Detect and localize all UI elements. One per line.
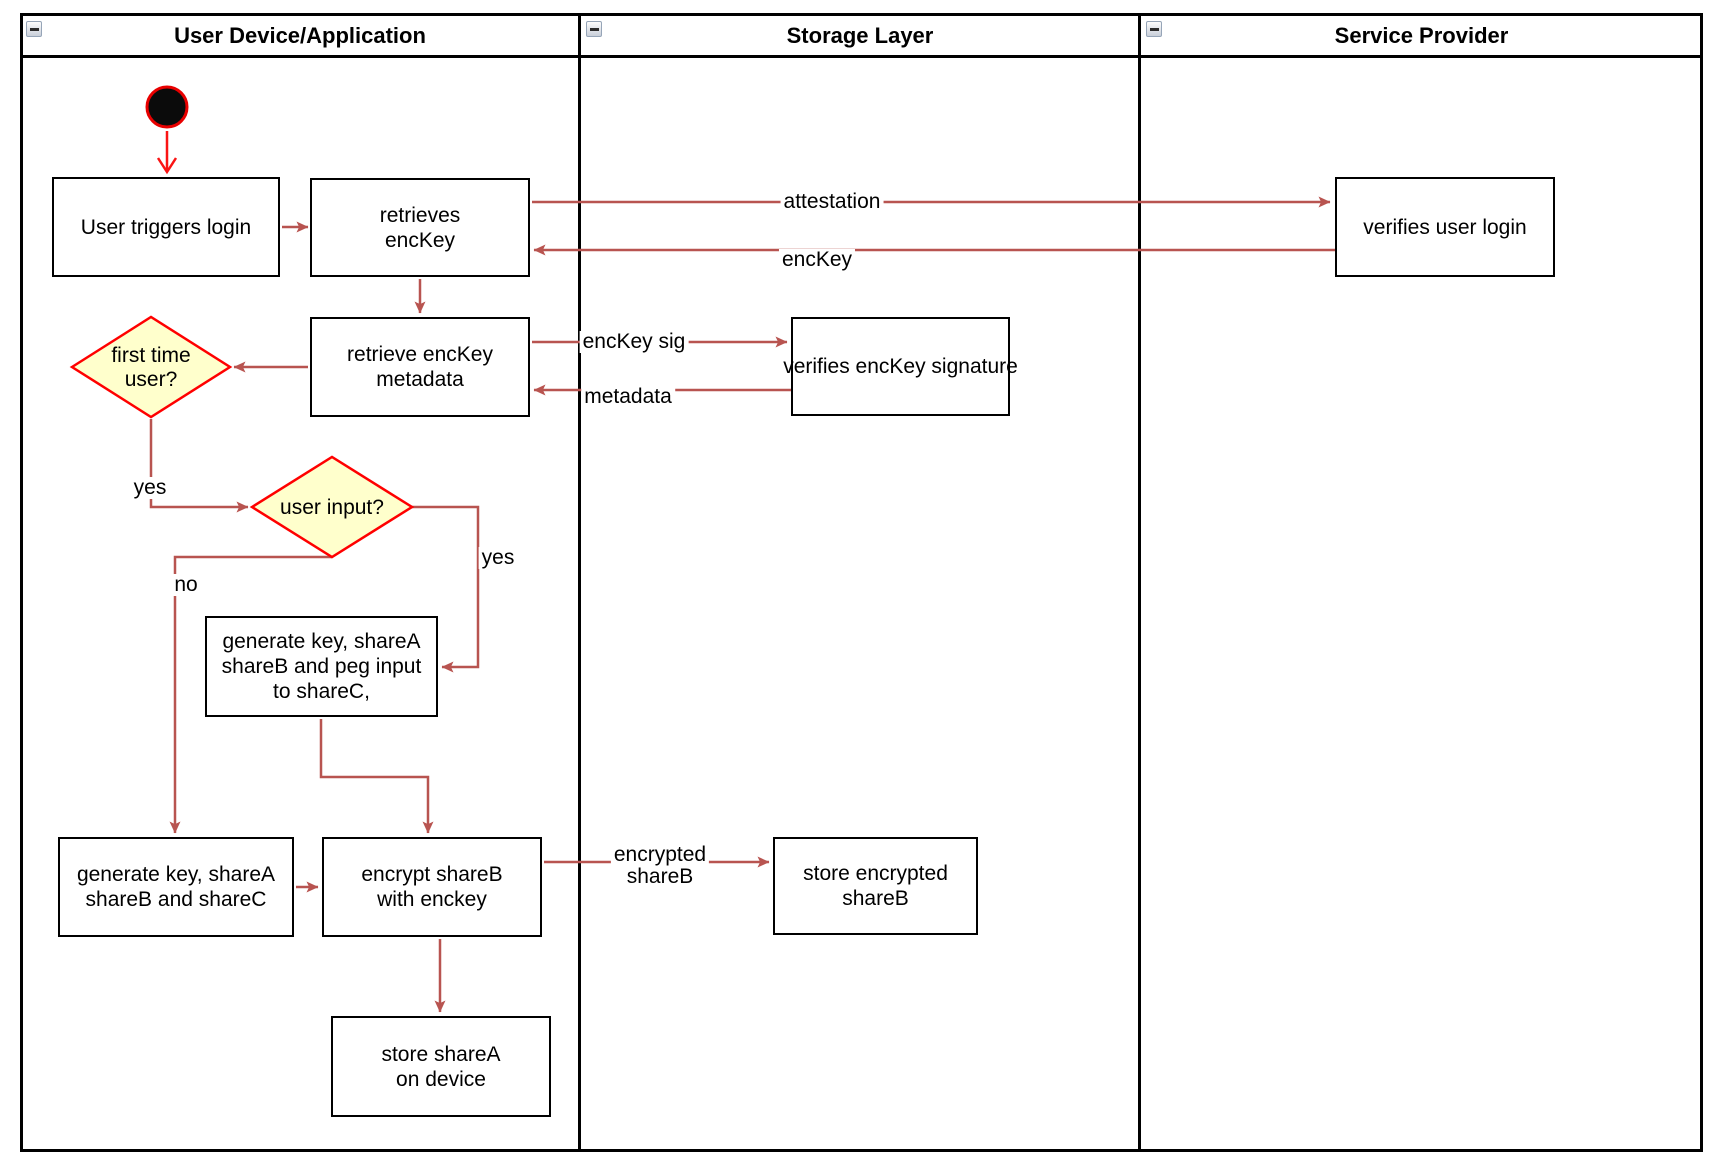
node-user-triggers-login[interactable]: User triggers login [52, 177, 280, 277]
node-label: verifies encKey signature [783, 355, 1018, 378]
node-retrieves-enckey[interactable]: retrieves encKey [310, 178, 530, 277]
node-store-encrypted-shareb[interactable]: store encrypted shareB [773, 837, 978, 935]
node-label: User triggers login [80, 215, 252, 239]
minus-glyph [589, 27, 599, 31]
node-encrypt-shareb[interactable]: encrypt shareB with enckey [322, 837, 542, 937]
collapse-lane-icon[interactable] [26, 21, 42, 37]
node-generate-key-abc[interactable]: generate key, shareA shareB and shareC [58, 837, 294, 937]
edge-start[interactable] [156, 131, 178, 175]
edge-label-metadata: metadata [581, 386, 675, 408]
node-label: encrypt shareB with enckey [361, 863, 503, 911]
node-verifies-user-login[interactable]: verifies user login [1335, 177, 1555, 277]
lane-divider-1 [578, 13, 581, 1152]
node-label: generate key, shareA shareB and peg inpu… [221, 630, 422, 703]
node-retrieve-enckey-metadata[interactable]: retrieve encKey metadata [310, 317, 530, 417]
node-verifies-enckey-signature[interactable]: verifies encKey signature [783, 317, 1018, 416]
node-label: store encrypted shareB [803, 862, 948, 910]
edge-label-yes-user-input: yes [478, 547, 518, 569]
decision-first-time-user[interactable] [69, 315, 233, 419]
lane-header-service-provider[interactable]: Service Provider [1334, 23, 1509, 48]
collapse-lane-icon[interactable] [586, 21, 602, 37]
minus-glyph [1149, 27, 1159, 31]
edge-label-attestation: attestation [780, 191, 884, 213]
decision-first-time-user-label: first time user? [111, 344, 191, 391]
node-store-sharea[interactable]: store shareA on device [331, 1016, 551, 1117]
node-label: generate key, shareA shareB and shareC [76, 863, 276, 911]
collapse-lane-icon[interactable] [1146, 21, 1162, 37]
node-generate-key-peg-input[interactable]: generate key, shareA shareB and peg inpu… [205, 616, 438, 717]
edge-label-encrypted-shareb: encrypted shareB [610, 844, 710, 888]
node-label: retrieve encKey metadata [347, 343, 493, 391]
node-label: store shareA on device [381, 1042, 501, 1091]
lane-header-user-device[interactable]: User Device/Application [174, 23, 426, 48]
lane-header-storage-layer[interactable]: Storage Layer [786, 23, 934, 48]
minus-glyph [29, 27, 39, 31]
pool-frame [20, 13, 1703, 1152]
edge-yes-to-generate-peg[interactable] [412, 505, 480, 673]
start-node[interactable] [145, 85, 189, 129]
edge-yes-to-userinput[interactable] [149, 419, 249, 513]
edge-no-to-generate-abc[interactable] [169, 555, 332, 834]
decision-user-input-label: user input? [280, 496, 384, 519]
edge-label-no-user-input: no [171, 574, 201, 596]
edge-label-enckey: encKey [778, 249, 856, 271]
node-label: retrieves encKey [379, 203, 461, 252]
decision-user-input[interactable] [249, 455, 415, 559]
header-separator [20, 55, 1703, 58]
edge-peg-to-encrypt[interactable] [319, 719, 434, 834]
lane-divider-2 [1138, 13, 1141, 1152]
edge-label-yes-first-time: yes [130, 477, 170, 499]
edge-label-enckey-sig: encKey sig [579, 331, 689, 353]
node-label: verifies user login [1363, 215, 1527, 239]
